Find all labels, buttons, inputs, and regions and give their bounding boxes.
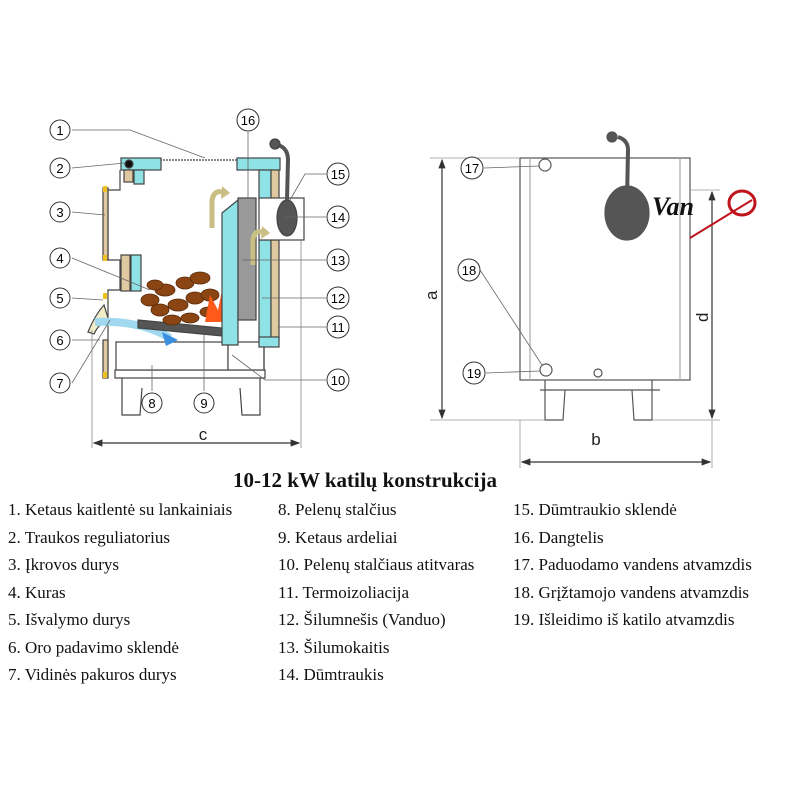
legend-item: 8. Pelenų stalčius — [278, 500, 397, 519]
draught-regulator — [124, 159, 134, 169]
callout-2: 2 — [49, 157, 71, 179]
callout-14: 14 — [326, 205, 350, 229]
fuel — [140, 271, 220, 326]
flame — [205, 290, 224, 322]
callouts-left: 1 2 3 4 5 6 7 8 9 10 11 12 13 14 15 16 — [49, 108, 350, 414]
legend-item: 17. Paduodamo vandens atvamzdis — [513, 555, 752, 574]
legend-item: 14. Dūmtraukis — [278, 665, 384, 684]
legend-column-3: 15. Dūmtraukio sklendė 16. Dangtelis 17.… — [513, 496, 752, 634]
svg-text:Van: Van — [652, 192, 694, 221]
svg-text:13: 13 — [331, 253, 345, 268]
svg-text:11: 11 — [331, 320, 345, 335]
callout-8: 8 — [141, 392, 163, 414]
callouts-right: 17 18 19 — [457, 156, 486, 385]
svg-text:4: 4 — [56, 251, 63, 266]
legend-item: 11. Termoizoliacija — [278, 582, 409, 602]
dimension-a-label: a — [422, 290, 441, 300]
legend-item: 16. Dangtelis — [513, 527, 604, 547]
svg-text:17: 17 — [465, 161, 479, 176]
legend-item: 1. Ketaus kaitlentė su lankainiais — [8, 500, 233, 519]
svg-text:15: 15 — [331, 167, 345, 182]
legend-item: 18. Grįžtamojo vandens atvamzdis — [513, 582, 750, 602]
callout-5: 5 — [49, 287, 71, 309]
svg-text:18: 18 — [462, 263, 476, 278]
legend-item: 2. Traukos reguliatorius — [8, 527, 170, 547]
svg-text:3: 3 — [56, 205, 63, 220]
callout-4: 4 — [49, 247, 71, 269]
dimension-d-label: d — [693, 313, 712, 322]
callout-7: 7 — [49, 372, 71, 394]
loading-door — [102, 187, 109, 261]
vano-logo: Van — [652, 189, 757, 239]
diagram-drawings: c 1 2 3 4 5 6 7 8 9 10 11 12 13 14 15 16 — [49, 108, 757, 468]
svg-text:19: 19 — [467, 366, 481, 381]
legend-item: 5. Išvalymo durys — [8, 610, 131, 629]
dimension-c-label: c — [199, 425, 208, 444]
legend-item: 19. Išleidimo iš katilo atvamzdis — [513, 610, 735, 629]
legend-item: 10. Pelenų stalčiaus atitvaras — [278, 555, 475, 574]
svg-text:8: 8 — [148, 396, 155, 411]
legend-item: 3. Įkrovos durys — [8, 555, 119, 574]
svg-text:16: 16 — [241, 113, 255, 128]
legend-item: 15. Dūmtraukio sklendė — [513, 500, 677, 519]
legend-item: 4. Kuras — [8, 582, 66, 602]
ash-drawer — [115, 341, 229, 371]
svg-text:5: 5 — [56, 291, 63, 306]
callout-6: 6 — [49, 329, 71, 351]
legend-item: 9. Ketaus ardeliai — [278, 527, 398, 547]
svg-text:14: 14 — [331, 210, 345, 225]
svg-text:1: 1 — [56, 123, 63, 138]
callout-15: 15 — [326, 162, 350, 186]
svg-text:7: 7 — [56, 376, 63, 391]
legend-item: 6. Oro padavimo sklendė — [8, 637, 179, 657]
callout-10: 10 — [326, 368, 350, 392]
legend-column-1: 1. Ketaus kaitlentė su lankainiais 2. Tr… — [8, 496, 232, 689]
svg-text:10: 10 — [331, 373, 345, 388]
legend-item: 12. Šilumnešis (Vanduo) — [278, 610, 446, 629]
callout-9: 9 — [193, 392, 215, 414]
svg-text:9: 9 — [200, 396, 207, 411]
callout-16: 16 — [236, 108, 260, 132]
diagram-title: 10-12 kW katilų konstrukcija — [233, 468, 497, 492]
supply-pipe — [538, 158, 552, 172]
callout-11: 11 — [326, 315, 350, 339]
legend-item: 13. Šilumokaitis — [278, 637, 390, 657]
flue-damper — [276, 199, 298, 237]
legend-column-2: 8. Pelenų stalčius 9. Ketaus ardeliai 10… — [278, 496, 474, 689]
callout-3: 3 — [49, 201, 71, 223]
side-view — [430, 131, 720, 468]
callout-18: 18 — [457, 258, 481, 282]
svg-text:12: 12 — [331, 291, 345, 306]
svg-text:2: 2 — [56, 161, 63, 176]
drain-pipe — [593, 368, 603, 378]
return-pipe — [539, 363, 553, 377]
water-jacket-top-right — [236, 157, 281, 171]
legend-item: 7. Vidinės pakuros durys — [8, 665, 177, 684]
dimension-b-label: b — [591, 430, 600, 449]
svg-text:6: 6 — [56, 333, 63, 348]
callout-12: 12 — [326, 286, 350, 310]
heat-exchanger — [237, 197, 257, 321]
cross-section-view — [71, 129, 326, 448]
callout-13: 13 — [326, 248, 350, 272]
callout-19: 19 — [462, 361, 486, 385]
callout-1: 1 — [49, 119, 71, 141]
callout-17: 17 — [460, 156, 484, 180]
